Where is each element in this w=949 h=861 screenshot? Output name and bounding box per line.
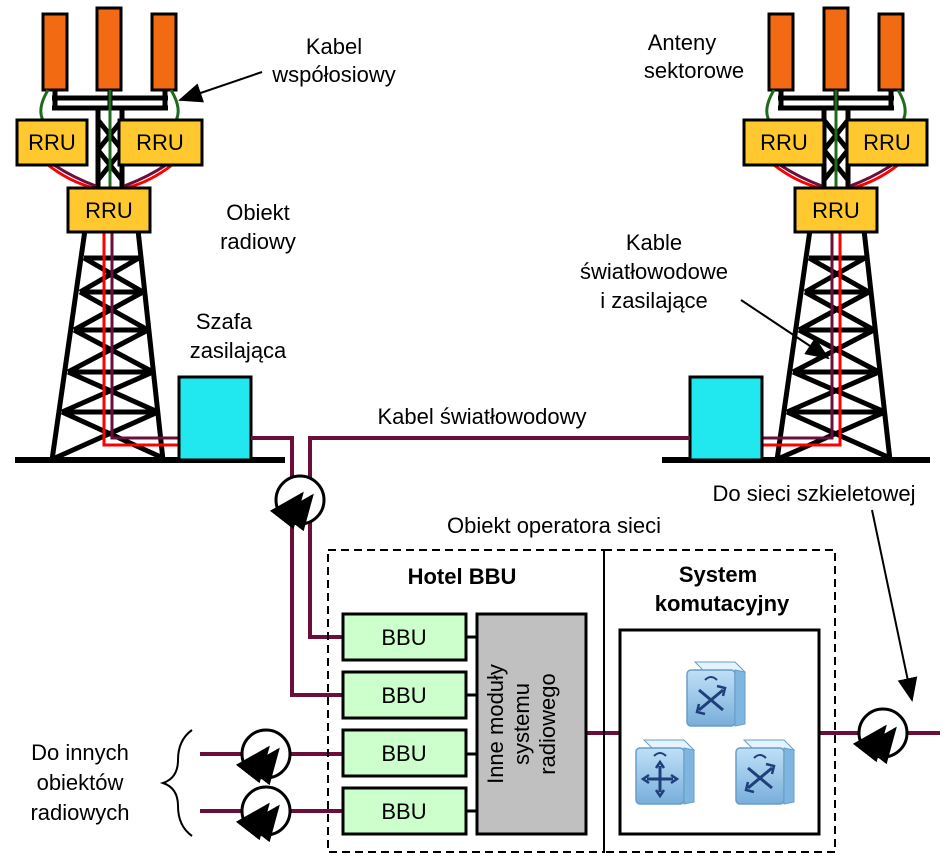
left-rru-top-right: RRU	[117, 118, 204, 167]
bbu-hotel-boundary	[327, 549, 605, 853]
right-power-cable	[762, 232, 842, 447]
bbu-label: BBU	[381, 799, 426, 824]
radio-site-label-line1: Obiekt	[226, 200, 290, 225]
sector-antenna	[877, 12, 905, 92]
right-rru-top-right: RRU	[845, 118, 929, 167]
left-power-cabinet	[177, 375, 253, 462]
sector-antenna	[150, 12, 178, 92]
coax-pointer-arrow	[178, 71, 263, 103]
switching-system-boundary	[603, 549, 836, 853]
sector-antenna	[822, 6, 850, 92]
operator-site-label: Obiekt operatora sieci	[447, 513, 661, 538]
switch-icon	[686, 661, 747, 727]
switching-title-line2: komutacyjny	[655, 591, 790, 616]
bbu-unit: BBU	[341, 728, 468, 778]
rru-label: RRU	[85, 198, 133, 223]
radio-site-label-line2: radiowy	[220, 229, 296, 254]
left-antennas	[41, 6, 178, 92]
rru-label: RRU	[760, 130, 808, 155]
fiber-cable-label: Kabel światłowodowy	[377, 404, 586, 429]
sector-antenna	[41, 12, 69, 92]
right-fiber-cable	[762, 232, 834, 440]
brace-icon	[159, 729, 193, 837]
other-sites-label-line2: obiektów	[37, 770, 124, 795]
switch-icon	[735, 739, 796, 805]
left-rru-bottom: RRU	[66, 186, 152, 234]
sector-antenna	[767, 12, 795, 92]
left-power-cable	[102, 232, 180, 447]
cabinet-label-line1: Szafa	[196, 309, 253, 334]
cables-label-line2: światłowodowe	[580, 259, 728, 284]
cables-label-line3: i zasilające	[600, 288, 708, 313]
rru-label: RRU	[812, 198, 860, 223]
antennas-label-line1: Anteny	[648, 30, 717, 55]
router-icon	[635, 739, 696, 805]
right-radio-site: RRU RRU RRU	[662, 6, 930, 463]
cables-label-line1: Kable	[626, 230, 682, 255]
coax-label-line1: Kabel	[306, 34, 362, 59]
bbu-hotel-title: Hotel BBU	[408, 564, 517, 589]
cables-pointer-arrow	[740, 299, 830, 360]
fiber-repeater-icon	[852, 707, 909, 765]
bbu-unit: BBU	[341, 786, 468, 836]
bbu-label: BBU	[381, 741, 426, 766]
bbu-label: BBU	[381, 683, 426, 708]
other-radio-modules: Inne moduły systemu radiowego	[475, 612, 588, 836]
fiber-repeater-icon	[235, 728, 292, 786]
cabinet-label-line2: zasilająca	[190, 338, 287, 363]
fiber-repeater-icon	[235, 785, 292, 843]
modules-label-line3: radiowego	[535, 673, 560, 775]
modules-label-line2: systemu	[509, 683, 534, 765]
right-antennas	[767, 6, 905, 92]
right-rru-bottom: RRU	[793, 186, 879, 234]
right-power-cabinet	[688, 375, 764, 462]
switching-title-line1: System	[679, 562, 757, 587]
coax-label-line2: współosiowy	[271, 62, 396, 87]
sector-antenna	[95, 6, 123, 92]
other-sites-label-line3: radiowych	[30, 800, 129, 825]
backbone-pointer-arrow	[871, 509, 918, 702]
other-sites-label-line1: Do innych	[31, 740, 129, 765]
rru-label: RRU	[28, 130, 76, 155]
fiber-repeater-icon	[269, 474, 326, 532]
modules-label-line1: Inne moduły	[483, 664, 508, 784]
bbu-unit: BBU	[341, 612, 468, 662]
backbone-label: Do sieci szkieletowej	[713, 481, 916, 506]
rru-label: RRU	[136, 130, 184, 155]
bbu-unit: BBU	[341, 670, 468, 720]
rru-label: RRU	[863, 130, 911, 155]
left-rru-top-left: RRU	[15, 118, 89, 167]
left-radio-site: RRU RRU RRU	[15, 6, 285, 463]
left-fiber-cable	[110, 232, 180, 440]
antennas-label-line2: sektorowe	[644, 58, 744, 83]
right-rru-top-left: RRU	[742, 118, 826, 167]
bbu-module-links	[466, 635, 477, 813]
bbu-label: BBU	[381, 625, 426, 650]
